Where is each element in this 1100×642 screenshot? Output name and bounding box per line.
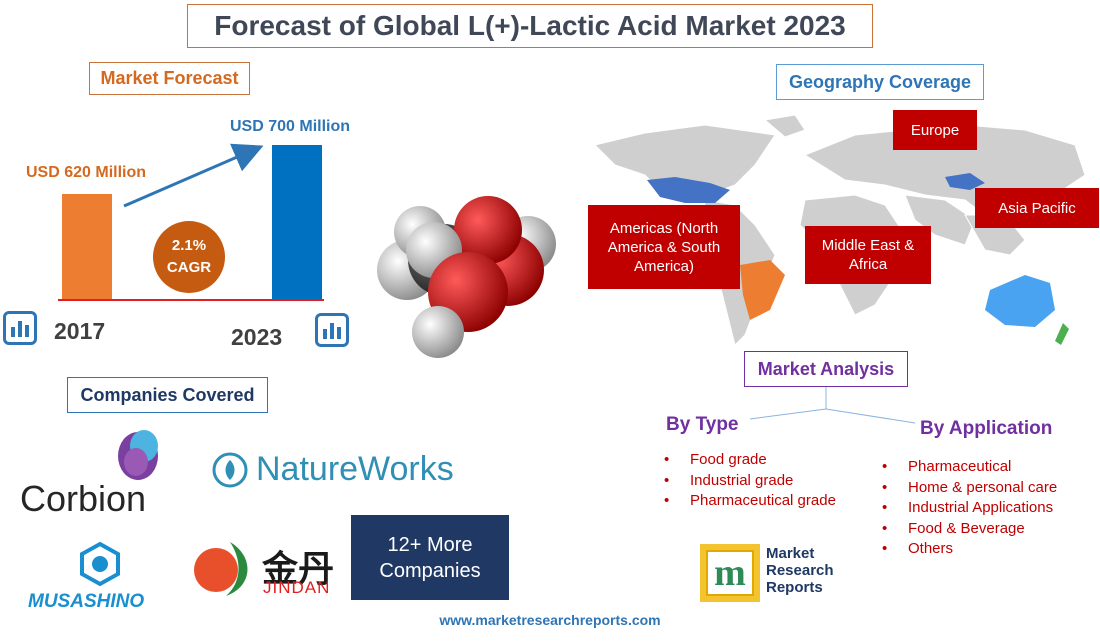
mrr-logo-mark: m xyxy=(706,550,754,596)
market-analysis-heading: Market Analysis xyxy=(744,351,908,387)
jindan-chinese-wordmark: 金丹 xyxy=(262,548,335,589)
more-line-1: 12+ More xyxy=(387,533,473,556)
list-item: •Pharmaceutical grade xyxy=(664,492,836,509)
by-application-heading: By Application xyxy=(920,418,1053,439)
market-forecast-heading: Market Forecast xyxy=(89,62,250,95)
geography-heading: Geography Coverage xyxy=(776,64,984,100)
list-item: •Food grade xyxy=(664,451,767,468)
region-asia-pacific: Asia Pacific xyxy=(975,188,1099,228)
value-label-2023: USD 700 Million xyxy=(230,118,351,135)
list-item: •Food & Beverage xyxy=(882,519,1025,537)
musashino-logo xyxy=(80,541,120,587)
bar-chart-icon xyxy=(315,313,349,347)
companies-heading: Companies Covered xyxy=(67,377,268,413)
page-title: Forecast of Global L(+)-Lactic Acid Mark… xyxy=(187,4,873,48)
more-companies-box: 12+ More Companies xyxy=(351,515,509,600)
type-list: •Food grade •Industrial grade •Pharmaceu… xyxy=(664,450,836,512)
jindan-logo xyxy=(194,542,248,596)
year-2023: 2023 xyxy=(231,324,283,350)
chart-baseline xyxy=(58,299,324,301)
region-middle-east-africa: Middle East & Africa xyxy=(805,226,931,284)
list-item: •Others xyxy=(882,540,954,557)
by-type-heading: By Type xyxy=(666,414,739,435)
website-url[interactable]: www.marketresearchreports.com xyxy=(439,612,661,628)
connector-lines xyxy=(749,387,916,424)
musashino-wordmark: MUSASHINO xyxy=(28,591,145,612)
bar-chart-icon xyxy=(3,311,37,345)
more-line-2: Companies xyxy=(379,559,481,582)
year-2017: 2017 xyxy=(54,318,106,344)
application-list: •Pharmaceutical •Home & personal care •I… xyxy=(882,457,1057,560)
cagr-badge: 2.1% CAGR xyxy=(153,221,225,293)
value-label-2017: USD 620 Million xyxy=(26,164,147,181)
corbion-wordmark: Corbion xyxy=(20,478,147,519)
natureworks-wordmark: NatureWorks xyxy=(256,450,454,488)
list-item: •Industrial grade xyxy=(664,471,794,489)
list-item: •Home & personal care xyxy=(882,478,1058,496)
region-europe: Europe xyxy=(893,110,977,150)
jindan-wordmark: JINDAN xyxy=(263,578,331,597)
growth-arrow-icon xyxy=(123,143,264,208)
list-item: •Pharmaceutical xyxy=(882,458,1012,475)
natureworks-logo xyxy=(212,452,248,488)
cagr-value: 2.1% xyxy=(171,237,207,254)
list-item: •Industrial Applications xyxy=(882,499,1054,516)
cagr-label: CAGR xyxy=(166,259,212,276)
corbion-logo xyxy=(118,430,158,480)
region-americas: Americas (North America & South America) xyxy=(588,205,740,289)
mrr-wordmark: Market Research Reports xyxy=(766,545,834,596)
bar-2023 xyxy=(272,145,322,300)
bar-2017 xyxy=(62,194,112,300)
mrr-logo: m xyxy=(700,544,760,602)
molecule-image xyxy=(377,196,556,358)
